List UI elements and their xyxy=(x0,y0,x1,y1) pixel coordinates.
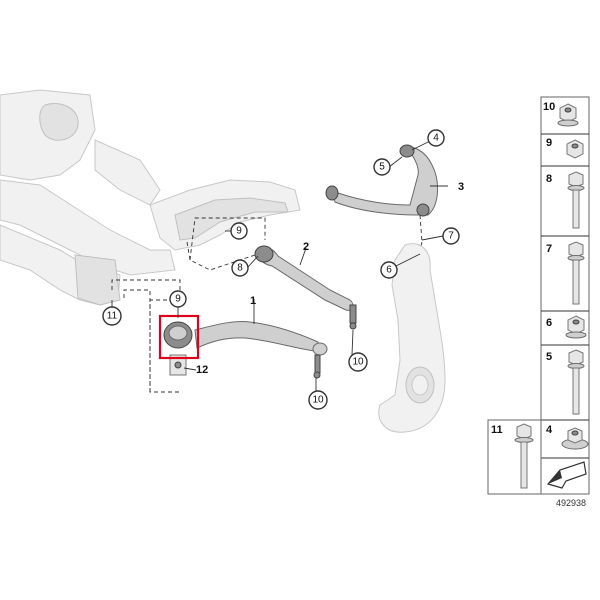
nut-flange-icon xyxy=(565,315,587,339)
callout-2: 2 xyxy=(303,241,309,253)
nut-flange-icon xyxy=(557,103,579,127)
steering-knuckle-ghost xyxy=(378,243,446,433)
callout-8-label: 8 xyxy=(237,263,243,274)
panel-cell-4: 4 xyxy=(546,424,589,450)
assembly-dashed-lines xyxy=(111,214,423,393)
callout-7-label: 7 xyxy=(448,231,454,242)
callout-11: 11 xyxy=(102,306,122,326)
callout-3: 3 xyxy=(458,181,464,193)
panel-label-9: 9 xyxy=(546,137,552,149)
callout-11-label: 11 xyxy=(107,311,118,322)
callout-7: 7 xyxy=(442,227,460,245)
bolt-long-icon xyxy=(567,241,585,305)
front-subframe-ghost xyxy=(0,89,301,306)
panel-cell-5: 5 xyxy=(546,349,585,415)
callout-2-label: 2 xyxy=(303,241,309,253)
reference-number: 492938 xyxy=(556,498,586,508)
callout-10-upper-label: 10 xyxy=(352,357,364,368)
highlight-box xyxy=(158,314,200,360)
bolt-long-icon xyxy=(514,423,534,489)
panel-label-7: 7 xyxy=(546,243,552,255)
callout-10-upper: 10 xyxy=(348,352,368,372)
callout-1-label: 1 xyxy=(250,295,256,307)
panel-cell-11: 11 xyxy=(491,423,534,489)
tension-strut xyxy=(254,245,357,330)
parts-panel: 10 9 8 7 xyxy=(487,96,590,495)
callout-3-label: 3 xyxy=(458,181,464,193)
callout-12-label: 12 xyxy=(196,364,208,376)
callout-5: 5 xyxy=(373,158,391,176)
panel-label-6: 6 xyxy=(546,317,552,329)
upper-control-arm xyxy=(325,144,438,217)
panel-cell-6: 6 xyxy=(546,315,587,339)
callout-9-lower: 9 xyxy=(169,290,187,308)
panel-cell-7: 7 xyxy=(546,241,585,305)
callout-4-label: 4 xyxy=(433,133,439,144)
panel-cell-8: 8 xyxy=(546,171,585,229)
callout-6-label: 6 xyxy=(386,265,392,276)
panel-label-5: 5 xyxy=(546,351,552,363)
bolt-long-icon xyxy=(567,171,585,229)
callout-8: 8 xyxy=(231,259,249,277)
callout-4: 4 xyxy=(427,129,445,147)
panel-label-10: 10 xyxy=(543,101,555,113)
callout-1: 1 xyxy=(250,295,256,307)
lower-control-arm xyxy=(194,321,328,379)
washer-nut-icon xyxy=(561,427,589,450)
panel-label-4: 4 xyxy=(546,424,553,436)
bolt-long-icon xyxy=(567,349,585,415)
panel-cell-10: 10 xyxy=(543,101,579,127)
callout-9-upper-label: 9 xyxy=(236,226,242,237)
callout-10-lower-label: 10 xyxy=(312,395,324,406)
nut-hex-icon xyxy=(566,139,584,159)
callout-9-lower-label: 9 xyxy=(175,294,181,305)
callout-10-lower: 10 xyxy=(308,390,328,410)
rubber-mount-bushing xyxy=(163,321,193,376)
panel-cell-9: 9 xyxy=(546,137,584,159)
callout-9-upper: 9 xyxy=(230,222,248,240)
callout-5-label: 5 xyxy=(379,162,385,173)
panel-label-11: 11 xyxy=(491,424,503,436)
panel-label-8: 8 xyxy=(546,173,552,185)
orientation-arrow-icon xyxy=(546,461,587,489)
callout-6: 6 xyxy=(380,261,398,279)
callout-12: 12 xyxy=(196,364,208,376)
